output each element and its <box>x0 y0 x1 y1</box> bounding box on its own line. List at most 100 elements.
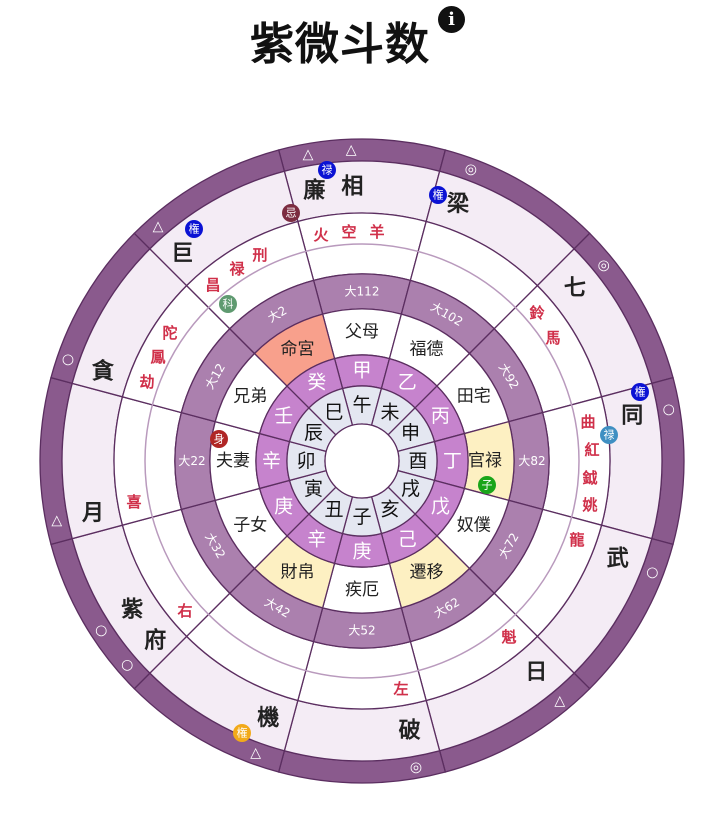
stem-label: 辛 <box>262 450 281 472</box>
minor-star: 鈴 <box>529 304 545 322</box>
palace-酉[interactable] <box>396 376 685 546</box>
major-star: 機 <box>257 706 279 731</box>
brightness-symbol: △ <box>153 218 164 234</box>
minor-star: 鉞 <box>582 469 597 487</box>
palace-name: 財帛 <box>281 563 315 583</box>
branch-label: 子 <box>352 506 371 528</box>
sihua-badge: 権 <box>429 186 447 204</box>
minor-star: 魁 <box>501 628 516 646</box>
minor-star: 左 <box>392 680 408 698</box>
minor-star-cell <box>113 396 183 526</box>
minor-star: 刑 <box>252 246 267 264</box>
palace-name: 子女 <box>233 516 267 536</box>
palace-name: 福德 <box>410 339 444 359</box>
badge-circle <box>233 724 251 742</box>
badge-circle <box>631 383 649 401</box>
palace-卯[interactable] <box>39 376 328 546</box>
major-star: 貪 <box>92 358 115 384</box>
branch-label: 巳 <box>324 402 343 424</box>
badge-label: 権 <box>635 385 646 399</box>
decade-label: 大52 <box>348 624 375 638</box>
major-star: 廉 <box>303 178 325 204</box>
badge-circle <box>210 430 228 448</box>
branch-label: 申 <box>401 422 420 444</box>
decade-label: 大22 <box>178 454 205 468</box>
minor-star: 火 <box>313 226 329 244</box>
sihua-badge: 子 <box>478 476 496 494</box>
brightness-symbol: ◎ <box>410 759 422 775</box>
palace-戌[interactable] <box>387 469 674 690</box>
badge-label: 身 <box>214 432 225 446</box>
minor-star: 空 <box>341 223 356 241</box>
stem-label: 癸 <box>307 372 326 394</box>
palace-name: 父母 <box>345 322 379 342</box>
brightness-symbol: △ <box>51 512 62 528</box>
minor-star: 龍 <box>569 531 584 549</box>
info-icon[interactable]: i <box>438 6 465 33</box>
badge-circle <box>600 426 618 444</box>
branch-label: 戌 <box>401 478 420 500</box>
minor-star: 喜 <box>126 493 141 511</box>
badge-label: 権 <box>189 222 200 236</box>
brightness-symbol: △ <box>303 147 314 163</box>
minor-star-cell <box>541 396 611 526</box>
major-star: 相 <box>341 175 363 200</box>
minor-star: 馬 <box>545 329 560 347</box>
branch-label: 亥 <box>380 498 399 520</box>
sihua-badge: 科 <box>219 295 237 313</box>
brightness-symbol: ○ <box>95 622 107 638</box>
minor-star: 羊 <box>369 223 384 241</box>
minor-star: 紅 <box>584 441 599 459</box>
major-star: 同 <box>621 403 643 428</box>
badge-circle <box>185 220 203 238</box>
brightness-symbol: ○ <box>121 657 133 673</box>
badge-label: 禄 <box>322 163 333 177</box>
branch-label: 寅 <box>304 478 323 500</box>
stem-label: 庚 <box>352 541 371 563</box>
badge-label: 禄 <box>604 428 615 442</box>
major-star: 梁 <box>446 192 469 217</box>
brightness-symbol: ○ <box>663 402 675 418</box>
major-star: 七 <box>564 276 586 301</box>
palace-name: 官禄 <box>468 451 502 471</box>
badge-label: 子 <box>482 479 493 492</box>
minor-star: 右 <box>177 602 192 620</box>
decade-label: 大112 <box>345 285 380 299</box>
major-star: 紫 <box>121 597 143 623</box>
branch-label: 午 <box>352 394 371 416</box>
palace-name: 奴僕 <box>457 516 491 536</box>
branch-label: 丑 <box>324 498 343 520</box>
badge-label: 忌 <box>286 207 297 220</box>
badge-label: 権 <box>433 188 444 202</box>
center-circle <box>324 423 400 499</box>
minor-star: 姚 <box>581 496 597 514</box>
major-star: 武 <box>607 547 629 572</box>
minor-star: 鳳 <box>150 348 165 366</box>
minor-star: 劫 <box>139 373 154 391</box>
stem-label: 壬 <box>274 405 293 427</box>
brightness-symbol: ◎ <box>598 257 610 273</box>
page-title: 紫微斗数 <box>250 19 430 70</box>
palace-寅[interactable] <box>50 469 337 690</box>
sihua-badge: 禄 <box>318 161 336 179</box>
major-star: 破 <box>399 717 421 743</box>
brightness-symbol: ○ <box>62 352 74 368</box>
badge-label: 権 <box>237 726 248 740</box>
decade-label: 大82 <box>518 454 545 468</box>
stem-label: 戊 <box>431 495 450 517</box>
major-star: 巨 <box>171 242 193 267</box>
palace-name: 田宅 <box>457 387 491 407</box>
minor-star-cell <box>297 640 427 710</box>
sihua-badge: 権 <box>233 724 251 742</box>
badge-circle <box>318 161 336 179</box>
brightness-symbol: △ <box>554 693 565 709</box>
branch-label: 酉 <box>408 450 427 472</box>
major-star: 府 <box>144 627 166 653</box>
stem-label: 丁 <box>443 450 462 472</box>
palace-辰[interactable] <box>50 232 337 453</box>
sihua-badge: 権 <box>185 220 203 238</box>
sihua-badge: 身 <box>210 430 228 448</box>
branch-label: 卯 <box>296 450 315 472</box>
minor-star-cell <box>297 212 427 282</box>
